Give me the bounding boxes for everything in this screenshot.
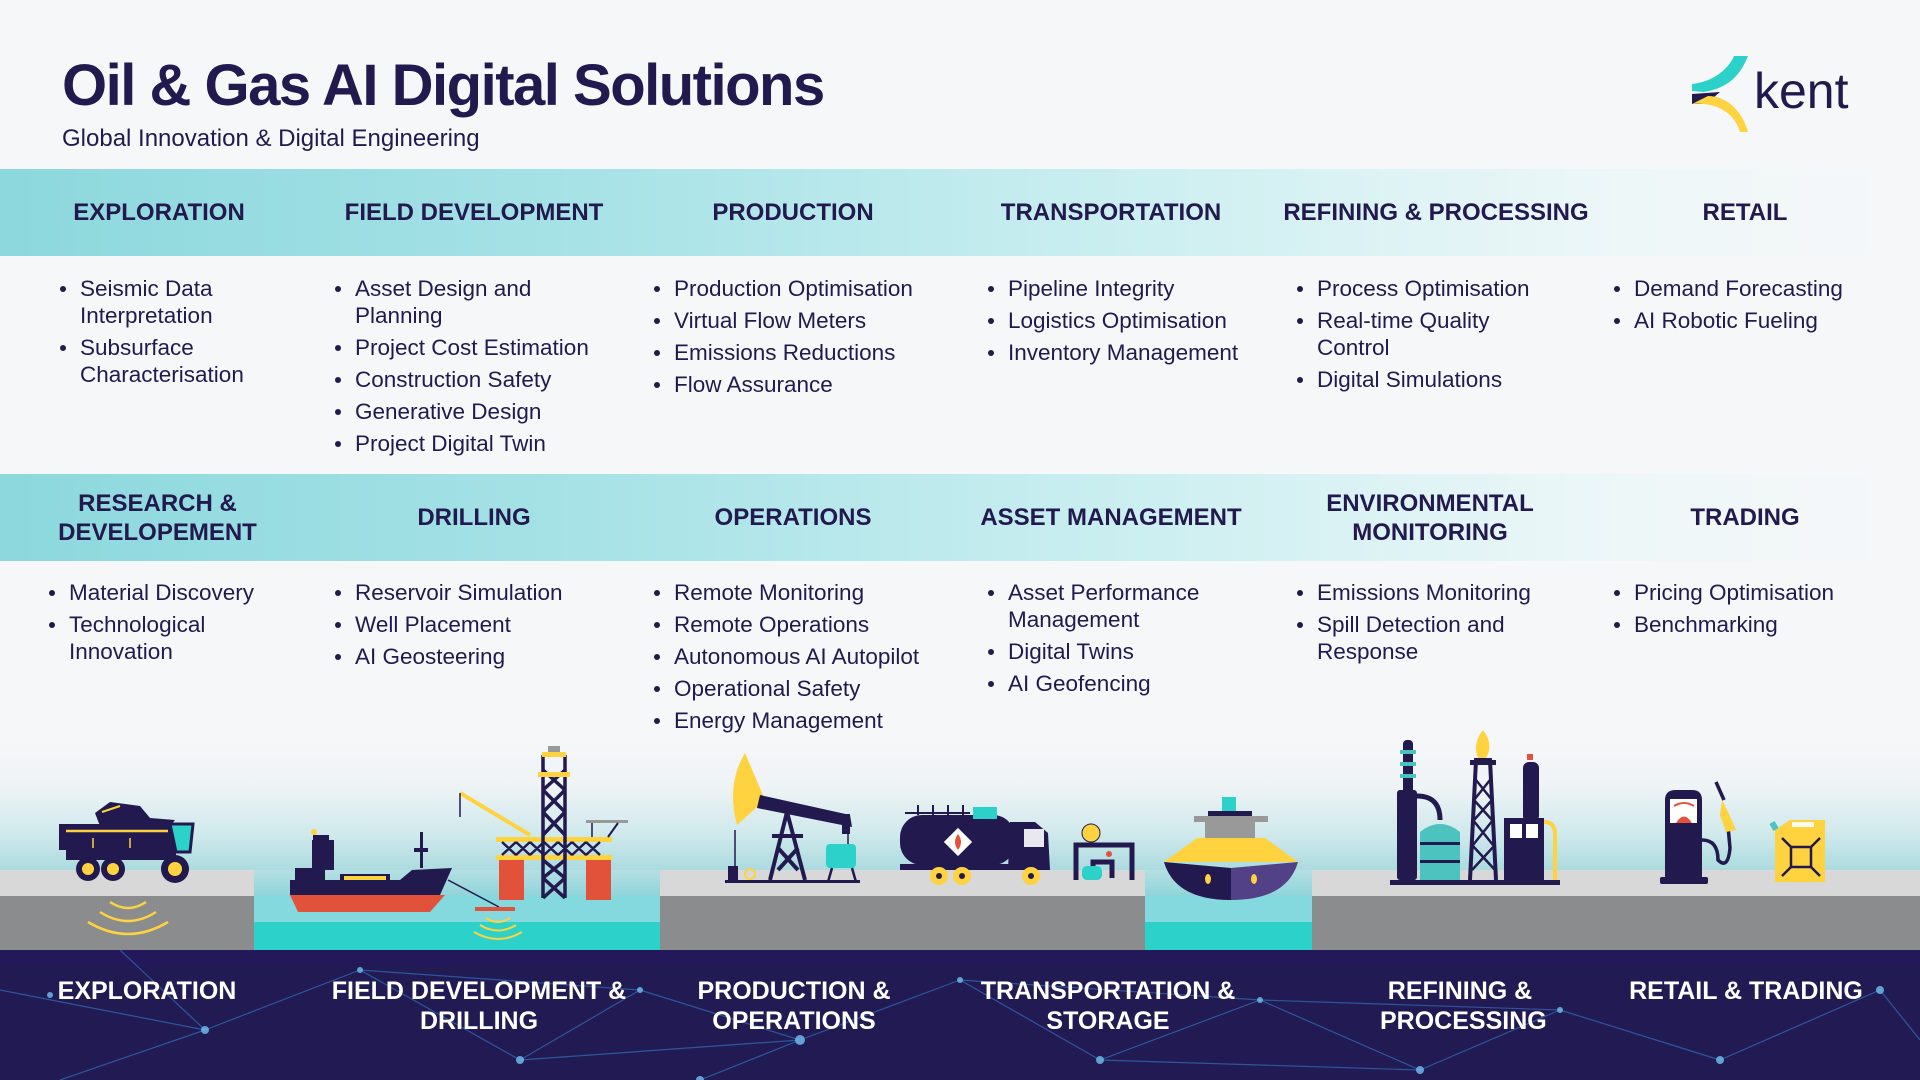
sea-surface (1145, 896, 1312, 922)
list-item: Demand Forecasting (1614, 275, 1914, 302)
list-item: Autonomous AI Autopilot (654, 643, 954, 670)
row1-list-refining-processing: Process Optimisation Real-time Quality C… (1297, 275, 1547, 398)
list-item: Spill Detection and Response (1297, 611, 1527, 665)
kent-logo-mark-icon: kent (1692, 56, 1849, 132)
list-item: Benchmarking (1614, 611, 1914, 638)
list-item: Production Optimisation (654, 275, 954, 302)
tanker-truck-icon (900, 805, 1050, 885)
ground-subsurface (0, 896, 254, 950)
sonar-waves-icon (473, 917, 523, 940)
row1-list-production: Production Optimisation Virtual Flow Met… (654, 275, 954, 403)
row2-list-asset-management: Asset Performance Management Digital Twi… (988, 579, 1228, 702)
list-item: Remote Monitoring (654, 579, 954, 606)
row2-list-research-development: Material Discovery Technological Innovat… (49, 579, 309, 670)
list-item: Seismic Data Interpretation (60, 275, 300, 329)
row1-list-retail: Demand Forecasting AI Robotic Fueling (1614, 275, 1914, 339)
list-item: Asset Performance Management (988, 579, 1218, 633)
list-item: Generative Design (335, 398, 635, 425)
list-item: AI Geofencing (988, 670, 1228, 697)
list-item: Real-time Quality Control (1297, 307, 1517, 361)
survey-ship-icon (290, 829, 515, 912)
list-item: Pricing Optimisation (1614, 579, 1914, 606)
network-pattern-icon (0, 950, 1920, 1080)
list-item: Pipeline Integrity (988, 275, 1288, 302)
list-item: Remote Operations (654, 611, 954, 638)
list-item: Well Placement (335, 611, 635, 638)
row2-heading-research-development: RESEARCH & DEVELOPEMENT (58, 489, 257, 546)
row1-heading-retail: RETAIL (1702, 199, 1788, 226)
row2-header-band (0, 474, 1920, 561)
jerry-can-icon (1769, 820, 1825, 882)
list-item: Virtual Flow Meters (654, 307, 954, 334)
row2-heading-drilling: DRILLING (417, 504, 531, 531)
row1-heading-transportation: TRANSPORTATION (1000, 199, 1222, 226)
pipeline-valve-icon (1073, 823, 1135, 880)
footer-stage-retail-trading: RETAIL & TRADING (1629, 977, 1863, 1005)
row2-list-operations: Remote Monitoring Remote Operations Auto… (654, 579, 954, 739)
fuel-pump-icon (1660, 781, 1736, 884)
row1-list-exploration: Seismic Data Interpretation Subsurface C… (60, 275, 300, 393)
list-item: AI Geosteering (335, 643, 635, 670)
ground-subsurface (660, 896, 1145, 950)
list-item: Flow Assurance (654, 371, 954, 398)
list-item: Material Discovery (49, 579, 309, 606)
row2-list-trading: Pricing Optimisation Benchmarking (1614, 579, 1914, 643)
list-item: Digital Twins (988, 638, 1228, 665)
list-item: Emissions Monitoring (1297, 579, 1557, 606)
list-item: Operational Safety (654, 675, 954, 702)
footer-stage-transportation-storage: TRANSPORTATION & STORAGE (980, 977, 1236, 1035)
row1-heading-field-development: FIELD DEVELOPMENT (344, 199, 604, 226)
row1-heading-exploration: EXPLORATION (73, 199, 245, 226)
footer-stage-field-development-drilling: FIELD DEVELOPMENT & DRILLING (331, 977, 627, 1035)
industry-illustrations (59, 730, 1825, 940)
list-item: Project Cost Estimation (335, 334, 635, 361)
kent-logo: kent (1690, 56, 1865, 132)
seismic-waves-icon (87, 900, 169, 936)
sea-deep (1145, 922, 1312, 950)
page-title: Oil & Gas AI Digital Solutions (62, 53, 825, 118)
row1-list-field-development: Asset Design and Planning Project Cost E… (335, 275, 635, 462)
list-item: Asset Design and Planning (335, 275, 555, 329)
offshore-rig-icon (458, 746, 628, 900)
row2-list-environmental-monitoring: Emissions Monitoring Spill Detection and… (1297, 579, 1557, 670)
seismic-truck-icon (59, 802, 195, 883)
footer-stage-exploration: EXPLORATION (57, 977, 237, 1005)
row2-heading-trading: TRADING (1690, 504, 1800, 531)
list-item: AI Robotic Fueling (1614, 307, 1914, 334)
row2-heading-asset-management: ASSET MANAGEMENT (980, 504, 1242, 531)
list-item: Project Digital Twin (335, 430, 635, 457)
footer-stage-refining-processing: REFINING & PROCESSING (1380, 977, 1547, 1035)
row1-heading-production: PRODUCTION (712, 199, 874, 226)
list-item: Digital Simulations (1297, 366, 1547, 393)
page-subtitle: Global Innovation & Digital Engineering (62, 125, 480, 152)
refinery-icon (1390, 730, 1560, 885)
ground-surface (0, 870, 254, 896)
list-item: Logistics Optimisation (988, 307, 1288, 334)
list-item: Technological Innovation (49, 611, 209, 665)
row1-list-transportation: Pipeline Integrity Logistics Optimisatio… (988, 275, 1288, 371)
row2-heading-environmental-monitoring: ENVIRONMENTAL MONITORING (1326, 489, 1534, 546)
row1-header-band (0, 169, 1920, 256)
list-item: Reservoir Simulation (335, 579, 635, 606)
list-item: Inventory Management (988, 339, 1288, 366)
list-item: Emissions Reductions (654, 339, 954, 366)
row2-list-drilling: Reservoir Simulation Well Placement AI G… (335, 579, 635, 675)
list-item: Process Optimisation (1297, 275, 1547, 302)
ground-subsurface (1312, 896, 1920, 950)
oil-tanker-ship-icon (1164, 797, 1298, 900)
footer-stage-production-operations: PRODUCTION & OPERATIONS (697, 977, 891, 1035)
list-item: Construction Safety (335, 366, 635, 393)
sea-deep (254, 922, 660, 950)
list-item: Energy Management (654, 707, 954, 734)
row1-heading-refining-processing: REFINING & PROCESSING (1283, 199, 1589, 226)
pump-jack-icon (725, 753, 860, 883)
footer-value-chain: EXPLORATION FIELD DEVELOPMENT & DRILLING… (0, 950, 1920, 1080)
row2-heading-operations: OPERATIONS (714, 504, 872, 531)
list-item: Subsurface Characterisation (60, 334, 300, 388)
svg-text:kent: kent (1754, 63, 1849, 119)
